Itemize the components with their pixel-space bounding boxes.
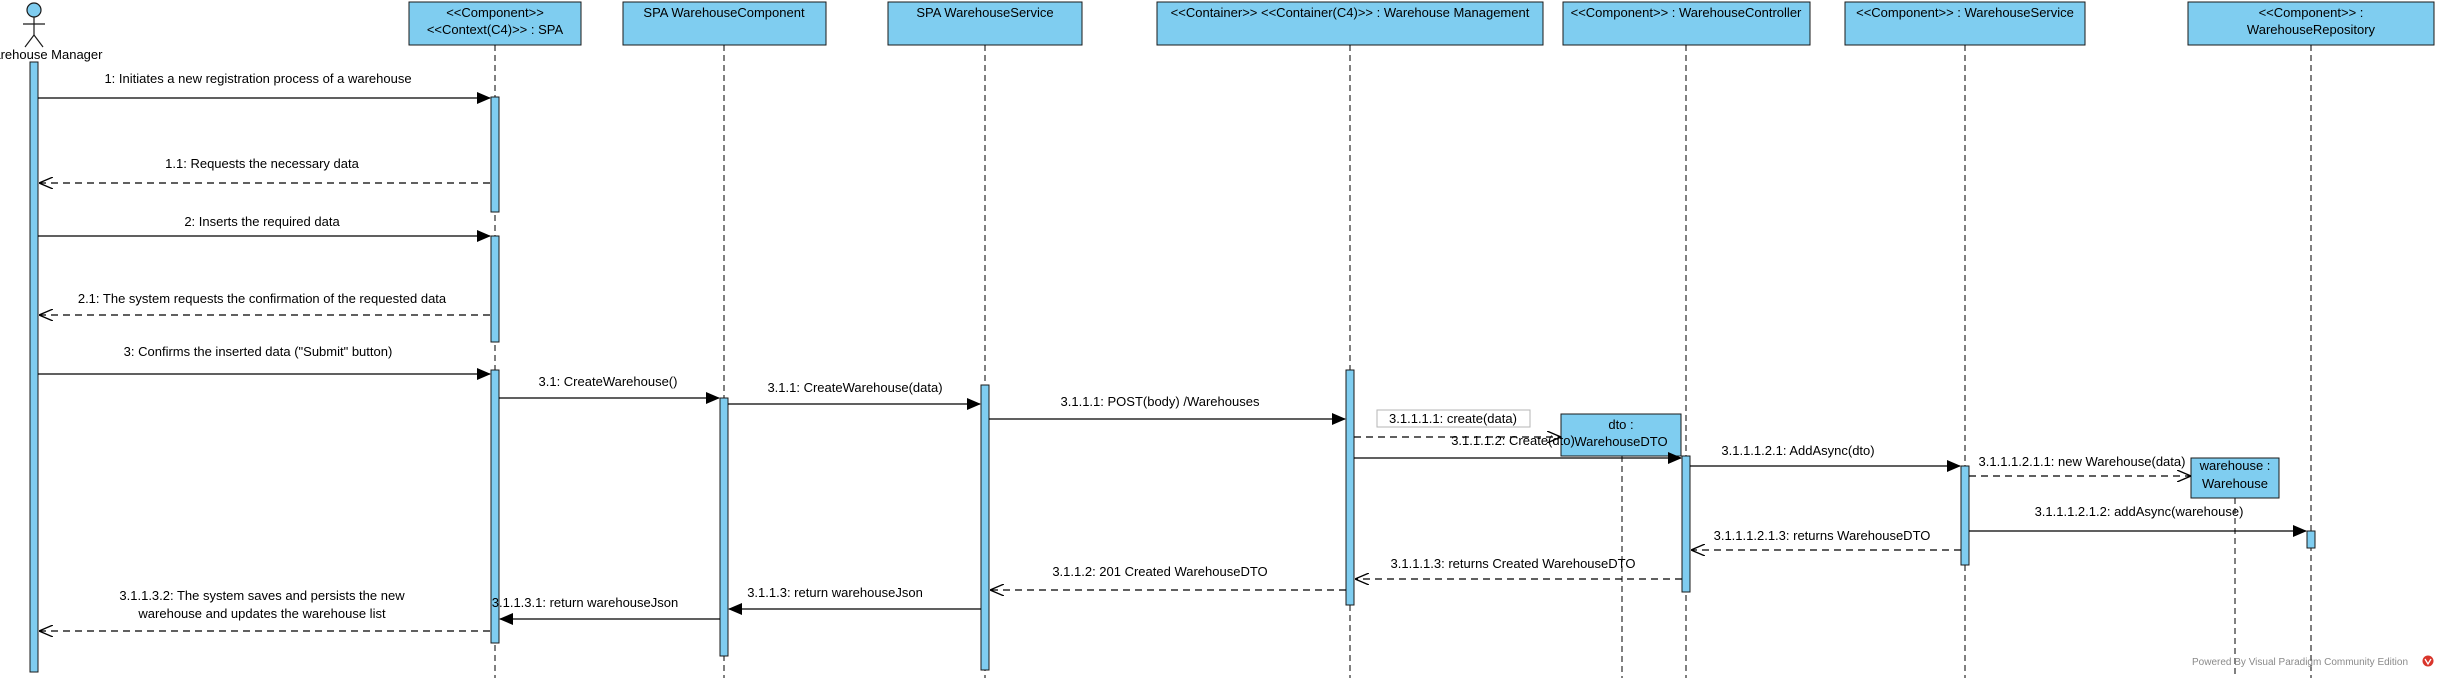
object-dto: dto : WarehouseDTO xyxy=(1560,413,1682,457)
actor-name: Warehouse Manager xyxy=(0,47,103,62)
label-m3-1-1-1-3: 3.1.1.1.3: returns Created WarehouseDTO xyxy=(1391,556,1636,571)
participant-warehouse-component: SPA WarehouseComponent xyxy=(622,1,827,46)
label-m3-1-1-1-2-1-3: 3.1.1.1.2.1.3: returns WarehouseDTO xyxy=(1714,528,1931,543)
activations xyxy=(29,61,2316,673)
participant-warehouse-repository: <<Component>> : WarehouseRepository xyxy=(2187,1,2435,46)
activation-wcomp xyxy=(719,397,729,657)
visual-paradigm-logo-icon xyxy=(2422,655,2434,667)
participant-wrepo-name: WarehouseRepository xyxy=(2247,22,2376,37)
activation-wctrl xyxy=(1681,455,1691,593)
activation-spa-1 xyxy=(490,96,500,213)
participant-warehouse-service: <<Component>> : WarehouseService xyxy=(1844,1,2086,46)
object-dto-name: dto : xyxy=(1608,417,1633,432)
participant-wcomp-name: SPA WarehouseComponent xyxy=(643,5,805,20)
label-m3-1-1-3-2-line1: 3.1.1.3.2: The system saves and persists… xyxy=(119,588,405,603)
label-m1-1: 1.1: Requests the necessary data xyxy=(165,156,359,171)
object-warehouse-type: Warehouse xyxy=(2202,476,2268,491)
activation-spa-3 xyxy=(490,369,500,644)
label-m3-1-1-1-2-1-1: 3.1.1.1.2.1.1: new Warehouse(data) xyxy=(1979,454,2186,469)
lifelines xyxy=(494,45,2312,678)
participant-wsvc-name: SPA WarehouseService xyxy=(916,5,1053,20)
label-m3-1-1-3-1: 3.1.1.3.1: return warehouseJson xyxy=(492,595,678,610)
object-dto-type: WarehouseDTO xyxy=(1574,434,1667,449)
label-m1: 1: Initiates a new registration process … xyxy=(104,71,411,86)
label-m3-1-1-1-2-1-2: 3.1.1.1.2.1.2: addAsync(warehouse) xyxy=(2035,504,2244,519)
label-m3-1-1-1: 3.1.1.1: POST(body) /Warehouses xyxy=(1061,394,1260,409)
participant-wmgmt-name: <<Container>> <<Container(C4)>> : Wareho… xyxy=(1171,5,1530,20)
create-label-box xyxy=(1376,409,1531,428)
participant-wrepo-stereotype: <<Component>> : xyxy=(2259,5,2364,20)
participant-warehouse-controller: <<Component>> : WarehouseController xyxy=(1562,1,1811,46)
label-m3-1-1-3: 3.1.1.3: return warehouseJson xyxy=(747,585,923,600)
activation-wrepo xyxy=(2306,530,2316,549)
activation-wmgmt xyxy=(1345,369,1355,606)
participant-warehouse-service-spa: SPA WarehouseService xyxy=(887,1,1083,46)
participant-spa-name: <<Context(C4)>> : SPA xyxy=(427,22,564,37)
participant-spa: <<Component>> <<Context(C4)>> : SPA xyxy=(408,1,582,46)
watermark: Powered By Visual Paradigm Community Edi… xyxy=(2192,655,2434,668)
object-warehouse-name: warehouse : xyxy=(2199,458,2271,473)
participant-wservice-name: <<Component>> : WarehouseService xyxy=(1856,5,2074,20)
object-warehouse: warehouse : Warehouse xyxy=(2190,457,2280,499)
activation-wservice xyxy=(1960,465,1970,566)
participant-wctrl-name: <<Component>> : WarehouseController xyxy=(1571,5,1802,20)
activation-wsvc xyxy=(980,384,990,671)
message-labels: 1: Initiates a new registration process … xyxy=(78,71,2244,621)
label-m3: 3: Confirms the inserted data ("Submit" … xyxy=(124,344,393,359)
label-m3-1-1-2: 3.1.1.2: 201 Created WarehouseDTO xyxy=(1052,564,1267,579)
label-m3-1-1-1-2-1: 3.1.1.1.2.1: AddAsync(dto) xyxy=(1721,443,1874,458)
messages xyxy=(38,92,2307,631)
label-m2: 2: Inserts the required data xyxy=(184,214,340,229)
actor-warehouse-manager: Warehouse Manager xyxy=(0,2,103,62)
label-m3-1: 3.1: CreateWarehouse() xyxy=(539,374,678,389)
label-m3-1-1-3-2-line2: warehouse and updates the warehouse list xyxy=(137,606,386,621)
label-m3-1-1-1-2: 3.1.1.1.2: Create(dto) xyxy=(1451,433,1575,448)
watermark-text: Powered By Visual Paradigm Community Edi… xyxy=(2192,657,2408,668)
activation-spa-2 xyxy=(490,235,500,343)
label-m3-1-1-1-1: 3.1.1.1.1: create(data) xyxy=(1389,411,1517,426)
participant-warehouse-management: <<Container>> <<Container(C4)>> : Wareho… xyxy=(1156,1,1544,46)
activation-actor xyxy=(29,61,39,673)
label-m2-1: 2.1: The system requests the confirmatio… xyxy=(78,291,447,306)
participant-spa-stereotype: <<Component>> xyxy=(446,5,544,20)
label-m3-1-1: 3.1.1: CreateWarehouse(data) xyxy=(767,380,942,395)
